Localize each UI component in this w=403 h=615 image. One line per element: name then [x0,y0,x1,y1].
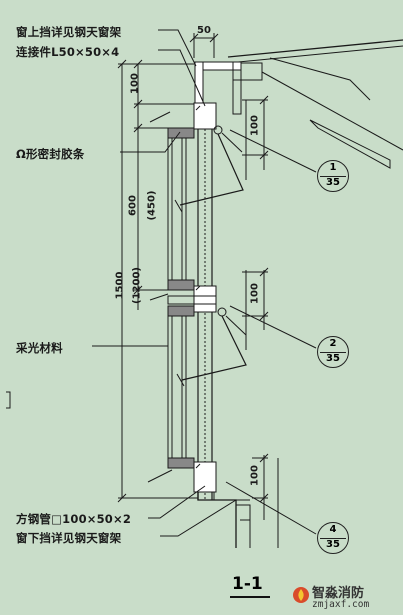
label-top-window: 窗上挡详见钢天窗架 [16,25,122,39]
dim-100-left: 100 [129,73,141,94]
dim-50: 50 [197,25,211,36]
watermark-sub: zmjaxf.com [312,599,370,610]
watermark: 智淼消防 zmjaxf.com [290,580,403,615]
label-bottom-window: 窗下挡详见钢天窗架 [16,531,122,545]
dim-100-right-3: 100 [249,465,261,486]
title-underline [230,596,270,598]
dim-600: 600 [127,195,139,216]
section-title: 1-1 [232,574,263,594]
dim-100-right-2: 100 [249,283,261,304]
label-connector: 连接件L50×50×4 [16,45,120,59]
dim-1200: (1200) [131,267,143,304]
label-light-material: 采光材料 [16,341,63,355]
label-steel-tube: 方钢管□100×50×2 [16,512,132,526]
label-omega-seal: Ω形密封胶条 [16,147,85,161]
fire-logo-icon [293,587,309,603]
watermark-main: 智淼消防 [312,586,365,601]
dim-450: (450) [146,190,158,221]
dim-100-right-1: 100 [249,115,261,136]
dim-1500: 1500 [114,271,126,300]
